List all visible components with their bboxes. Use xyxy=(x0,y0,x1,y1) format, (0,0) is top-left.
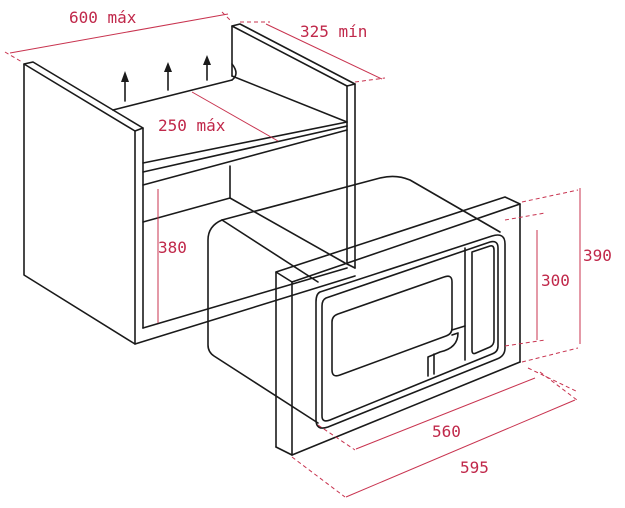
arrow-up-icon xyxy=(164,62,172,72)
cabinet xyxy=(23,23,356,345)
label-appliance-height: 300 xyxy=(541,271,570,290)
label-shelf-depth: 250 máx xyxy=(158,116,226,135)
ventilation-arrows xyxy=(121,55,211,102)
label-niche-height: 380 xyxy=(158,238,187,257)
label-cabinet-depth: 325 mín xyxy=(300,22,368,41)
arrow-up-icon xyxy=(121,71,129,82)
label-appliance-width: 560 xyxy=(432,422,461,441)
microwave xyxy=(207,175,521,456)
label-frame-height: 390 xyxy=(583,246,612,265)
label-frame-width: 595 xyxy=(460,458,489,477)
label-cabinet-width: 600 máx xyxy=(69,8,137,27)
arrow-up-icon xyxy=(203,55,211,65)
dimension-lines xyxy=(4,11,581,498)
